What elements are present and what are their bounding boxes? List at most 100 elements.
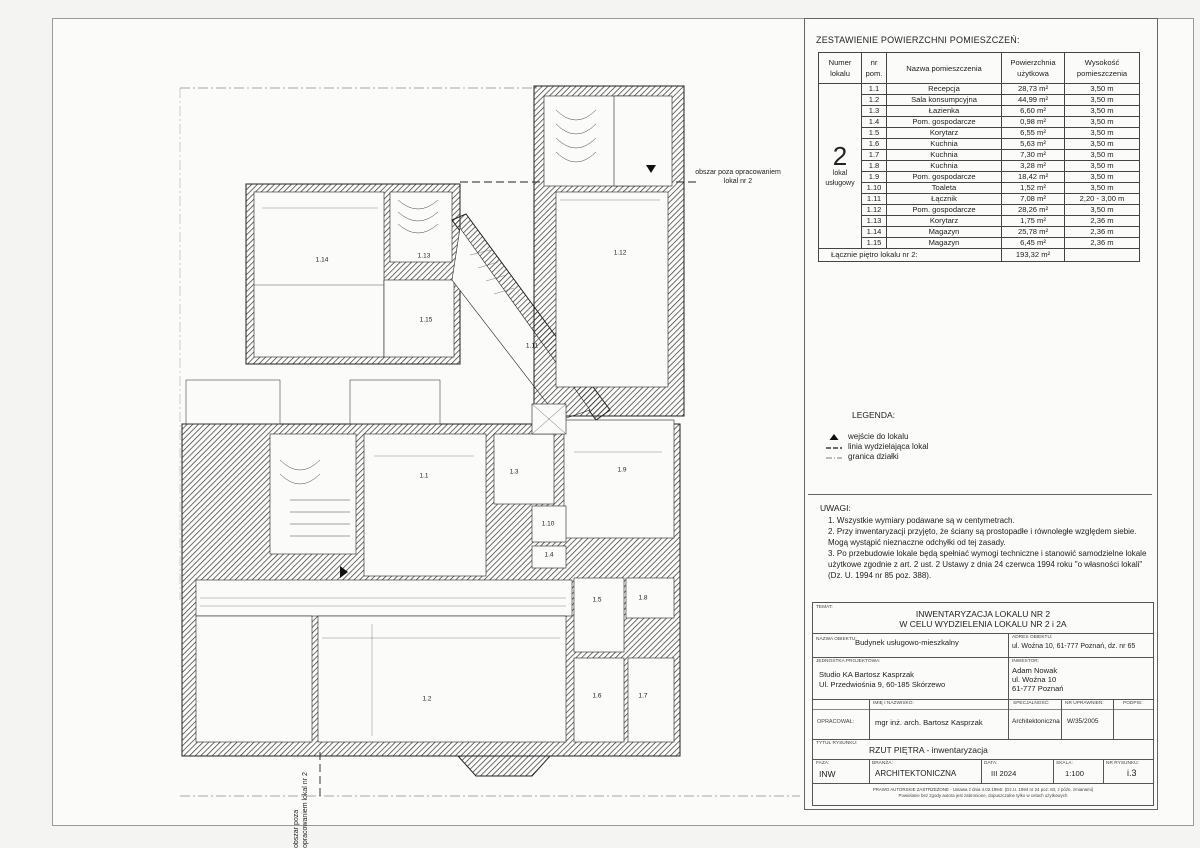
author-specialty: Architektoniczna bbox=[1012, 718, 1060, 725]
legend-item-entry: wejście do lokalu bbox=[826, 432, 928, 442]
room-number: 1.12 bbox=[861, 204, 887, 216]
address-label: ADRES OBIEKTU: bbox=[1012, 635, 1053, 640]
unit-number: 2 bbox=[832, 141, 848, 171]
room-label-1-1: 1.1 bbox=[419, 472, 429, 480]
room-label-1-5: 1.5 bbox=[592, 596, 602, 604]
room-area: 1,75 m² bbox=[1001, 215, 1065, 227]
investor-street: ul. Woźna 10 bbox=[1012, 675, 1057, 684]
room-number: 1.9 bbox=[861, 171, 887, 183]
room-height: 2,36 m bbox=[1064, 215, 1140, 227]
author-name: mgr inż. arch. Bartosz Kasprzak bbox=[875, 718, 983, 727]
upper-right-block bbox=[533, 85, 685, 417]
company-label: JEDNOSTKA PROJEKTOWA: bbox=[816, 659, 881, 664]
upper-left-block bbox=[245, 183, 461, 365]
object-label: NAZWA OBIEKTU: bbox=[816, 637, 857, 642]
header-height: Wysokość pomieszczenia bbox=[1064, 52, 1140, 84]
author-license: W/35/2005 bbox=[1067, 718, 1099, 725]
dash-dot-line-icon bbox=[826, 457, 842, 459]
author-label: OPRACOWAŁ: bbox=[817, 719, 855, 725]
drawing-title-label: TYTUŁ RYSUNKU: bbox=[816, 741, 858, 746]
room-name: Magazyn bbox=[886, 226, 1002, 238]
meta-row: FAZA: INW BRANŻA: ARCHITEKTONICZNA DATA:… bbox=[813, 759, 1153, 784]
room-height: 3,50 m bbox=[1064, 182, 1140, 194]
author-header: IMIĘ I NAZWISKO: SPECJALNOŚĆ: NR UPRAWNI… bbox=[813, 699, 1153, 710]
scale-value: 1:100 bbox=[1065, 769, 1085, 778]
room-height: 3,50 m bbox=[1064, 149, 1140, 161]
room-area: 0,98 m² bbox=[1001, 116, 1065, 128]
room-label-1-6: 1.6 bbox=[592, 692, 602, 700]
legend-separating-text: linia wydzielająca lokal bbox=[848, 442, 929, 451]
total-row: Łącznie piętro lokalu nr 2: 193,32 m² bbox=[818, 248, 1140, 262]
date-value: III 2024 bbox=[991, 769, 1017, 778]
object-cell: NAZWA OBIEKTU: Budynek usługowo-mieszkal… bbox=[813, 633, 1009, 657]
room-height: 2,20 - 3,00 m bbox=[1064, 193, 1140, 205]
room-label-1-8: 1.8 bbox=[638, 594, 648, 602]
room-label-1-3: 1.3 bbox=[509, 468, 519, 476]
room-number: 1.4 bbox=[861, 116, 887, 128]
room-height: 2,36 m bbox=[1064, 237, 1140, 249]
room-label-1-7: 1.7 bbox=[638, 692, 648, 700]
room-number: 1.11 bbox=[861, 193, 887, 205]
room-name: Kuchnia bbox=[886, 138, 1002, 150]
temat-line-1: INWENTARYZACJA LOKALU NR 2 bbox=[915, 609, 1051, 619]
temat-line-2: W CELU WYDZIELENIA LOKALU NR 2 i 2A bbox=[899, 619, 1067, 629]
investor-name: Adam Nowak bbox=[1012, 666, 1058, 675]
total-height bbox=[1064, 248, 1140, 262]
room-name: Łącznik bbox=[886, 193, 1002, 205]
main-block bbox=[181, 379, 681, 777]
legend: wejście do lokalu linia wydzielająca lok… bbox=[826, 432, 928, 462]
legend-title: LEGENDA: bbox=[852, 410, 895, 420]
company-row: JEDNOSTKA PROJEKTOWA: Studio KA Bartosz … bbox=[813, 657, 1153, 700]
room-number: 1.8 bbox=[861, 160, 887, 172]
header-room-name: Nazwa pomieszczenia bbox=[886, 52, 1002, 84]
header-unit-number: Numer lokalu bbox=[818, 52, 862, 84]
copyright: PRAWO AUTORSKIE ZASTRZEŻONE - Ustawa z d… bbox=[813, 787, 1153, 799]
room-name: Łazienka bbox=[886, 105, 1002, 117]
signature-col-label: PODPIS: bbox=[1123, 701, 1143, 706]
unit-type-label: lokal usługowy bbox=[825, 170, 855, 187]
name-col-label: IMIĘ I NAZWISKO: bbox=[873, 701, 914, 706]
room-name: Korytarz bbox=[886, 127, 1002, 139]
room-number: 1.3 bbox=[861, 105, 887, 117]
room-name: Recepcja bbox=[886, 83, 1002, 95]
object-name: Budynek usługowo-mieszkalny bbox=[855, 638, 959, 647]
room-label-1-4: 1.4 bbox=[544, 551, 554, 559]
room-name: Kuchnia bbox=[886, 149, 1002, 161]
room-number: 1.1 bbox=[861, 83, 887, 95]
room-label-1-12: 1.12 bbox=[613, 249, 627, 257]
room-height: 3,50 m bbox=[1064, 83, 1140, 95]
summary-title: ZESTAWIENIE POWIERZCHNI POMIESZCZEŃ: bbox=[816, 35, 1020, 45]
room-height: 3,50 m bbox=[1064, 160, 1140, 172]
room-label-1-15: 1.15 bbox=[419, 316, 433, 324]
room-area: 7,08 m² bbox=[1001, 193, 1065, 205]
investor-city: 61-777 Poznań bbox=[1012, 684, 1064, 693]
room-name: Korytarz bbox=[886, 215, 1002, 227]
dashed-line-icon bbox=[826, 447, 842, 449]
header-room-nr: nr pom. bbox=[861, 52, 887, 84]
copyright-line-2: Powielanie bez zgody autora jest zabroni… bbox=[898, 793, 1068, 798]
notes-line-4: 3. Po przebudowie lokale będą spełniać w… bbox=[828, 549, 1147, 558]
area-outside-note-top: obszar poza opracowaniem lokal nr 2 bbox=[693, 168, 783, 186]
total-value: 193,32 m² bbox=[1001, 248, 1065, 262]
temat-label: TEMAT: bbox=[816, 605, 833, 610]
room-height: 3,50 m bbox=[1064, 116, 1140, 128]
room-label-1-9: 1.9 bbox=[617, 466, 627, 474]
notes-line-1: 1. Wszystkie wymiary podawane są w centy… bbox=[828, 516, 1015, 525]
room-name: Pom. gospodarcze bbox=[886, 116, 1002, 128]
legend-item-separating-line: linia wydzielająca lokal bbox=[826, 442, 928, 452]
room-label-1-10: 1.10 bbox=[541, 520, 555, 528]
room-number: 1.2 bbox=[861, 94, 887, 106]
room-area: 18,42 m² bbox=[1001, 171, 1065, 183]
room-name: Pom. gospodarcze bbox=[886, 204, 1002, 216]
room-number: 1.13 bbox=[861, 215, 887, 227]
legend-item-plot-boundary: granica działki bbox=[826, 452, 928, 462]
